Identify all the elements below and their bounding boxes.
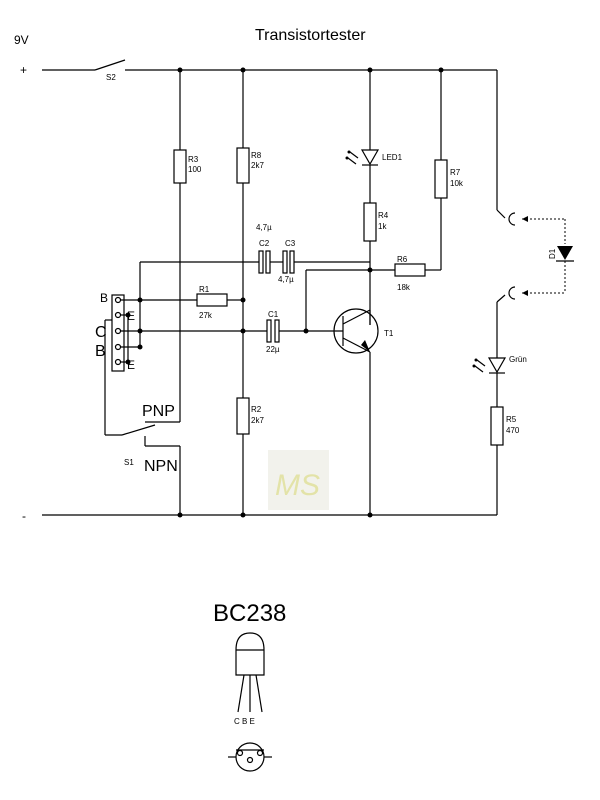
supply-voltage: 9V [14,33,29,47]
c3-value: 4,7µ [278,275,294,284]
r5-value: 470 [506,426,520,435]
supply-minus: - [22,509,26,523]
diode-d1 [496,209,574,303]
r3-value: 100 [188,165,202,174]
watermark: MS [268,450,329,510]
test-socket [111,262,143,372]
r4-name: R4 [378,211,389,220]
led1-label: LED1 [382,153,403,162]
pin-e-top: E [127,309,135,323]
r6-name: R6 [397,255,408,264]
package-pins: C B E [234,717,255,726]
watermark-text: MS [275,469,320,502]
pin-b-bottom: B [95,343,106,360]
supply-plus: + [20,63,27,77]
package-drawing [228,632,272,772]
led1 [345,70,380,203]
resistor-r5 [490,406,504,515]
resistor-r1 [140,293,243,307]
led-green [472,302,507,407]
r3-name: R3 [188,155,199,164]
package-name: BC238 [213,600,286,627]
c2-value: 4,7µ [256,223,272,232]
r2-value: 2k7 [251,416,264,425]
title: Transistortester [255,27,366,44]
green-led-label: Grün [509,355,527,364]
r5-name: R5 [506,415,517,424]
resistor-r2 [236,397,250,515]
r1-name: R1 [199,285,210,294]
bottom-rail [42,512,497,518]
r4-value: 1k [378,222,387,231]
npn-label: NPN [144,458,178,475]
c1-value: 22µ [266,345,280,354]
switch-s1 [104,319,181,515]
capacitors-c2-c3 [140,250,370,274]
c3-name: C3 [285,239,296,248]
resistor-r7 [434,70,448,270]
r6-value: 18k [397,283,411,292]
top-rail [42,59,498,210]
transistor-t1 [333,308,379,515]
pnp-label: PNP [142,403,175,420]
t1-label: T1 [384,329,394,338]
resistor-r3 [173,70,187,422]
switch-s1-label: S1 [124,458,134,467]
capacitor-c1 [140,319,343,343]
c2-name: C2 [259,239,270,248]
r1-value: 27k [199,311,213,320]
r2-name: R2 [251,405,262,414]
pin-c: C [95,324,107,341]
resistor-r6 [305,263,441,331]
r7-value: 10k [450,179,464,188]
resistor-r4 [363,202,377,325]
d1-label: D1 [548,248,557,259]
c1-name: C1 [268,310,279,319]
r7-name: R7 [450,168,461,177]
resistor-r8 [236,70,250,398]
switch-s2-label: S2 [106,73,116,82]
r8-value: 2k7 [251,161,264,170]
pin-e-bottom: E [127,358,135,372]
pin-b-top: B [100,291,108,305]
r8-name: R8 [251,151,262,160]
